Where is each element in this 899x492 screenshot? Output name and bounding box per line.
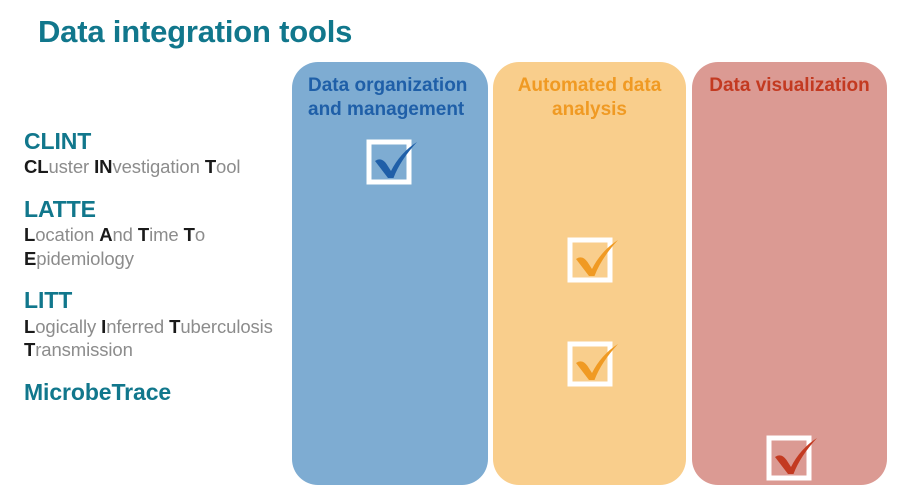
tool-name: LITT [24,287,73,314]
page-title: Data integration tools [38,14,353,49]
column-header: Data visualization [709,75,870,96]
category-column-data-organization-and-management: Data organization and management [292,62,488,485]
tool-entry-litt: LITT Logically Inferred Tuberculosis Tra… [24,287,286,362]
tool-name: LATTE [24,195,96,222]
category-column-data-visualization: Data visualization [692,62,887,485]
tool-expansion: CLuster INvestigation Tool [24,156,241,178]
tool-expansion: Logically Inferred Tuberculosis Transmis… [24,315,273,361]
tool-entry-microbetrace: MicrobeTrace [24,379,286,405]
check-mark-latte-automated-data-analysis [565,226,627,288]
category-column-automated-data-analysis: Automated data analysis [493,62,686,485]
tool-list: CLINT CLuster INvestigation Tool LATTE L… [24,128,286,421]
column-header: Automated data analysis [517,75,662,120]
tool-entry-latte: LATTE Location And Time To Epidemiology [24,196,286,271]
check-mark-microbetrace-data-visualization [764,424,826,486]
tool-expansion: Location And Time To Epidemiology [24,224,206,269]
check-mark-litt-automated-data-analysis [565,330,627,392]
tool-entry-clint: CLINT CLuster INvestigation Tool [24,128,286,179]
tool-name: CLINT [24,128,92,154]
column-header: Data organization and management [308,75,468,120]
tool-name: MicrobeTrace [24,379,172,406]
check-mark-clint-data-organization [364,128,426,190]
